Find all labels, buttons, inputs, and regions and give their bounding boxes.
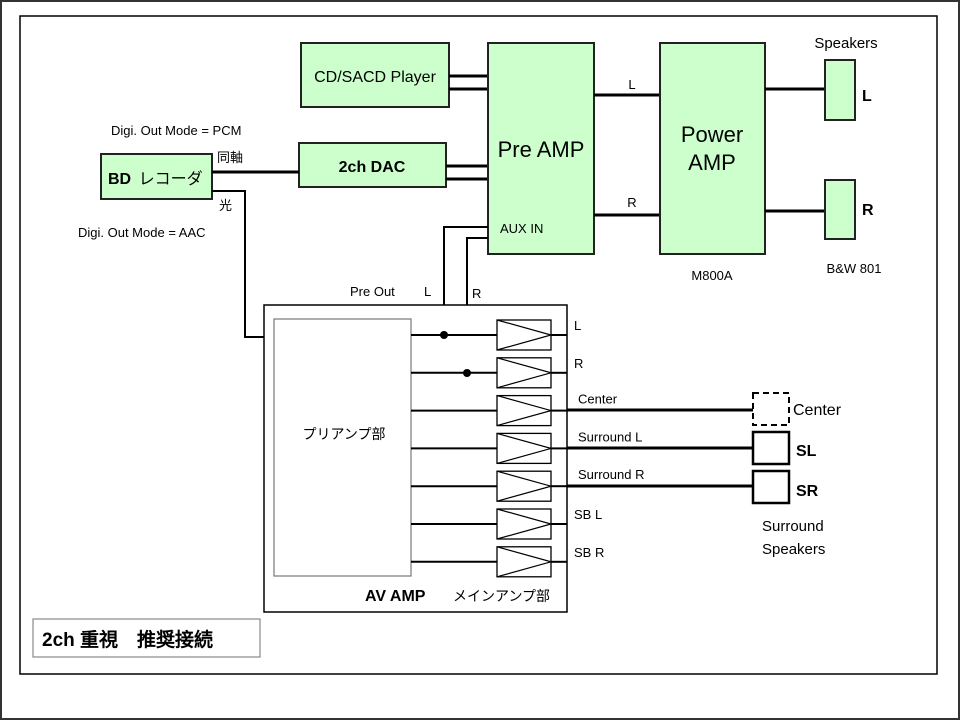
- cd-sacd-player: CD/SACD Player: [300, 42, 450, 108]
- optical-label: 光: [219, 198, 232, 213]
- power-amp-label-1: Power: [681, 122, 743, 147]
- dac-label: 2ch DAC: [339, 159, 406, 176]
- channel-label: Center: [578, 392, 618, 407]
- bd-label-bold: BD: [108, 171, 131, 188]
- aac-mode-label: Digi. Out Mode = AAC: [78, 225, 206, 240]
- channel-sb-l: SB L: [411, 507, 602, 540]
- pre-out-r-label: R: [472, 286, 481, 301]
- power-amp-model: M800A: [691, 268, 733, 283]
- amplifier-box: [496, 546, 552, 578]
- junction-dot-r: [463, 369, 471, 377]
- speaker-right: [824, 179, 856, 240]
- coax-label: 同軸: [217, 150, 243, 165]
- aux-in-label: AUX IN: [500, 221, 543, 236]
- power-amp: Power AMP: [659, 42, 766, 255]
- amplifier-box: [496, 357, 552, 389]
- channel-center: Center: [411, 392, 618, 427]
- pre-out-l-wire: [443, 226, 488, 335]
- channel-label: SB L: [574, 507, 602, 522]
- pre-to-power-r-label: R: [627, 195, 636, 210]
- channel-label: SB R: [574, 545, 604, 560]
- pre-out-label: Pre Out: [350, 284, 395, 299]
- channel-label: L: [574, 318, 581, 333]
- junction-dot-l: [440, 331, 448, 339]
- bd-label-text: レコーダ: [139, 170, 203, 188]
- cd-player-label: CD/SACD Player: [314, 69, 436, 86]
- optical-wire: [212, 190, 275, 338]
- surround-right-label: SR: [796, 483, 819, 500]
- amplifier-box: [496, 394, 552, 427]
- bd-recorder-label: BD レコーダ: [108, 170, 203, 188]
- bd-recorder: BD レコーダ: [100, 153, 213, 200]
- channel-surround-r: Surround R: [411, 467, 644, 502]
- channel-sb-r: SB R: [411, 545, 604, 578]
- amplifier-box: [496, 432, 552, 465]
- diagram-title: 2ch 重視 推奨接続: [42, 628, 213, 651]
- surround-right-speaker: [751, 469, 791, 505]
- amplifier-box: [496, 508, 552, 540]
- channel-surround-l: Surround L: [411, 429, 642, 465]
- pre-to-power-l-label: L: [628, 77, 635, 92]
- center-speaker-label: Center: [793, 402, 842, 419]
- channel-label: R: [574, 356, 583, 371]
- pcm-mode-label: Digi. Out Mode = PCM: [111, 123, 241, 138]
- channel-label: Surround R: [578, 467, 644, 482]
- speaker-left-label: L: [862, 88, 872, 105]
- main-amp-section-label: メインアンプ部: [453, 588, 550, 604]
- surround-title-2: Speakers: [762, 541, 825, 558]
- av-amp-label: AV AMP: [365, 588, 426, 605]
- power-amp-label-2: AMP: [688, 150, 736, 175]
- surround-title-1: Surround: [762, 518, 824, 535]
- pre-amp-label: Pre AMP: [498, 137, 585, 162]
- pre-out-l-label: L: [424, 284, 431, 299]
- preamp-section-label: プリアンプ部: [302, 426, 385, 442]
- center-speaker: [752, 392, 790, 426]
- channel-r: R: [411, 356, 583, 389]
- speaker-right-label: R: [862, 202, 874, 219]
- surround-left-label: SL: [796, 443, 817, 460]
- preamp-section: [273, 318, 412, 577]
- channel-label: Surround L: [578, 429, 642, 444]
- amplifier-box: [496, 319, 552, 351]
- speaker-left: [824, 59, 856, 121]
- channel-l: L: [411, 318, 581, 351]
- amplifier-box: [496, 470, 552, 502]
- title-box: 2ch 重視 推奨接続: [32, 618, 261, 658]
- surround-left-speaker: [751, 430, 791, 466]
- speaker-model: B&W 801: [827, 261, 882, 276]
- dac: 2ch DAC: [298, 142, 447, 188]
- pre-amp: Pre AMP AUX IN: [487, 42, 595, 255]
- speakers-title: Speakers: [814, 35, 877, 52]
